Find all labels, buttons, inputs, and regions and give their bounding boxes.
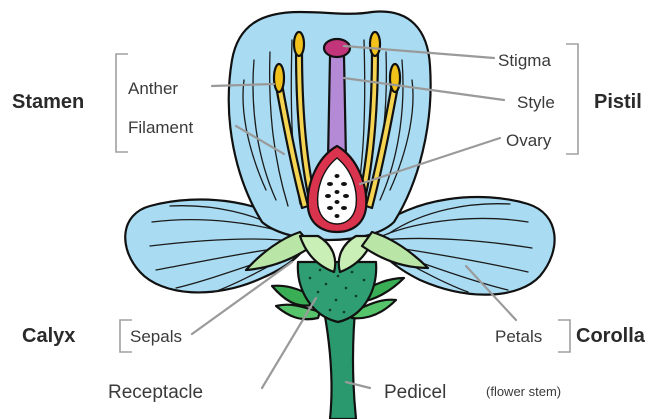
pistil-group-label: Pistil [594, 91, 642, 113]
pedicel-label: Pedicel [384, 382, 446, 403]
filament-label: Filament [128, 118, 193, 137]
corolla-group-label: Corolla [576, 325, 646, 347]
ovary-label: Ovary [506, 131, 552, 150]
style-label: Style [517, 93, 555, 112]
stigma-label: Stigma [498, 51, 551, 70]
anther-label: Anther [128, 79, 178, 98]
stigma [324, 39, 350, 57]
style [328, 56, 346, 160]
stamen-bracket [116, 54, 128, 152]
receptacle-label: Receptacle [108, 382, 203, 403]
sepals-label: Sepals [130, 327, 182, 346]
pedicel-note-label: (flower stem) [486, 384, 561, 399]
corolla-bracket [558, 320, 570, 352]
stamen-group-label: Stamen [12, 91, 84, 113]
petals-label: Petals [495, 327, 542, 346]
pistil-bracket [566, 44, 578, 154]
calyx-group-label: Calyx [22, 325, 75, 347]
